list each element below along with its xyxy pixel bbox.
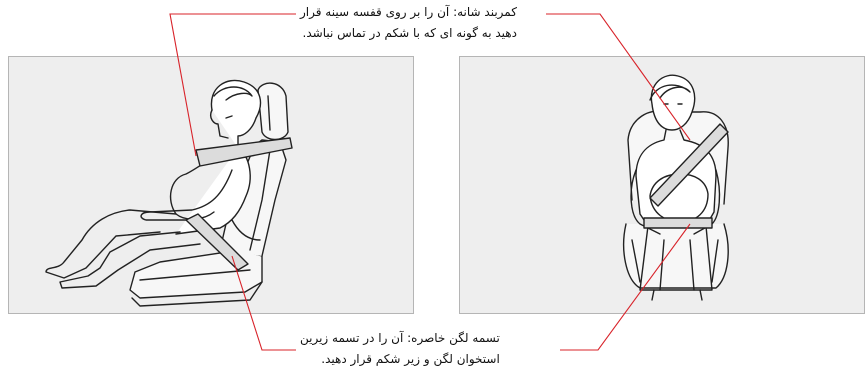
- lap-belt-caption-line1: تسمه لگن خاصره: آن را در تسمه زیرین: [300, 328, 500, 349]
- shoulder-belt-caption: کمربند شانه: آن را بر روی قفسه سینه قرار…: [300, 2, 517, 44]
- shoulder-belt-caption-line1: کمربند شانه: آن را بر روی قفسه سینه قرار: [300, 2, 517, 23]
- shoulder-belt-caption-line2: دهید به گونه ای که با شکم در تماس نباشد.: [300, 23, 517, 44]
- front-view-illustration-icon: [624, 75, 729, 300]
- side-view-illustration-icon: [46, 80, 292, 306]
- lap-belt-caption: تسمه لگن خاصره: آن را در تسمه زیرین استخ…: [300, 328, 500, 370]
- lap-belt-caption-line2: استخوان لگن و زیر شکم قرار دهید.: [300, 349, 500, 370]
